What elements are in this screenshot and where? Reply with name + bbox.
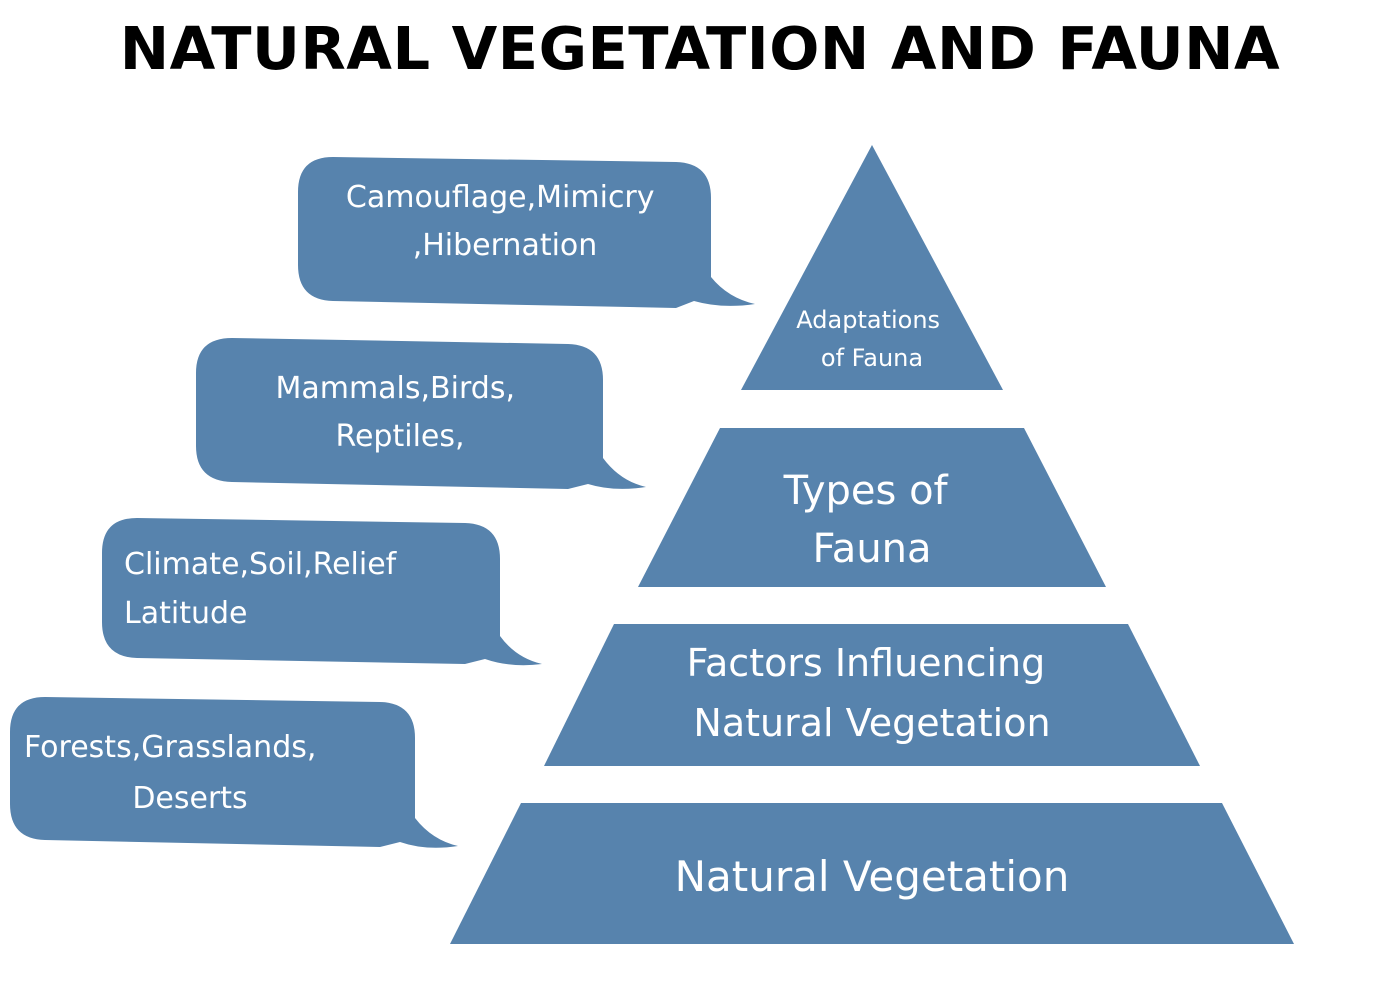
callout-text: Mammals,Birds, Reptiles, bbox=[275, 371, 524, 454]
pyramid-level-label: Natural Vegetation bbox=[675, 852, 1070, 901]
pyramid-level-label: Factors Influencing Natural Vegetation bbox=[687, 641, 1058, 745]
pyramid-level-label: Adaptations of Fauna bbox=[796, 306, 947, 372]
pyramid-level-factors-influencing: Factors Influencing Natural Vegetation bbox=[544, 624, 1200, 766]
callout-text: Camouflage,Mimicry ,Hibernation bbox=[346, 180, 664, 263]
callout-factors: Climate,Soil,Relief Latitude bbox=[102, 518, 542, 666]
pyramid-level-types-of-fauna: Types of Fauna bbox=[638, 428, 1106, 587]
pyramid-level-adaptations-of-fauna: Adaptations of Fauna bbox=[741, 145, 1003, 390]
pyramid-level-natural-vegetation: Natural Vegetation bbox=[450, 803, 1294, 944]
page-title: NATURAL VEGETATION AND FAUNA bbox=[119, 14, 1281, 83]
callout-text: Climate,Soil,Relief Latitude bbox=[124, 547, 406, 631]
pyramid-level-label: Types of Fauna bbox=[783, 468, 961, 572]
callout-text: Forests,Grasslands, Deserts bbox=[24, 730, 326, 816]
callout-natural-vegetation: Forests,Grasslands, Deserts bbox=[10, 697, 458, 848]
callout-types-of-fauna: Mammals,Birds, Reptiles, bbox=[196, 338, 646, 489]
callout-adaptations: Camouflage,Mimicry ,Hibernation bbox=[298, 157, 755, 308]
